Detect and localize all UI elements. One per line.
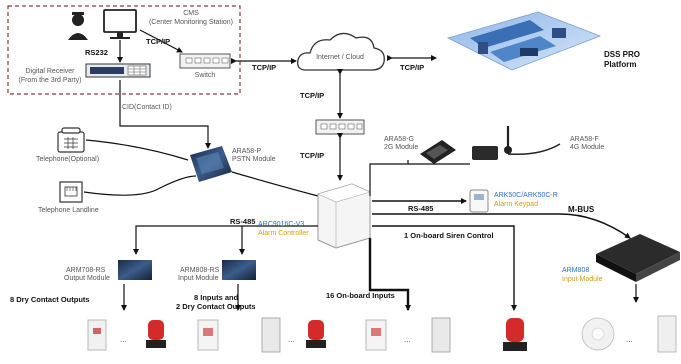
ellipsis-group1: ... [120,335,127,344]
alarm-controller-device [317,183,371,249]
arm708-name: ARM708-RS [66,267,106,274]
cloud-label: Internet / Cloud [316,54,364,61]
mbus-label: M-BUS [568,205,595,214]
keypad-role: Alarm Keypad [494,201,538,208]
switch-cloud-tcpip-label: TCP/IP [252,63,277,72]
rs485-bus [133,225,318,255]
ellipsis-group3: ... [404,335,411,344]
pstn-controller-link [231,171,319,197]
cid-label: CID(Contact ID) [122,104,172,111]
cms-switch-link [139,29,183,53]
cms-subtitle: (Center Monitoring Station) [148,19,234,26]
digital-receiver-device [85,63,151,78]
telephone-cable [85,139,189,161]
outputs-8-label: 8 Dry Contact Outputs [10,295,90,304]
siren-control-link [372,225,517,311]
cloud-switch-tcpip-label: TCP/IP [300,91,325,100]
dss-title: DSS PRO [604,50,641,59]
arm808rs-desc: Input Module [178,275,219,282]
ellipsis-group4: ... [626,335,633,344]
ara58f-name: ARA58-F [570,136,599,143]
siren-control-label: 1 On-board Siren Control [404,231,494,240]
switch-controller-tcpip-label: TCP/IP [300,151,325,160]
arm808-desc: Input Module [562,276,603,283]
rs232-label: RS232 [85,48,108,57]
ceiling-sensor-device [581,317,615,351]
network-switch-device [315,119,365,135]
cloud-dss-tcpip-label: TCP/IP [400,63,425,72]
cloud-icon [297,32,385,71]
telephone-icon [57,127,85,153]
arm808-name: ARM808 [562,267,590,274]
cms-switch-tcpip-label: TCP/IP [146,37,171,46]
dss-subtitle: Platform [604,60,637,69]
cid-link [119,80,211,149]
siren-device [146,320,166,348]
keypad-model: ARK50C/ARK50C-R [494,192,558,199]
arm808rs-module [222,260,256,280]
arm708-module [118,260,152,280]
controller-model: ARC9016C-V3 [258,221,305,228]
detector-device [365,319,387,351]
digital-receiver-subtitle: (From the 3rd Party) [18,77,82,84]
landline-socket-icon [59,181,83,203]
onboard-inputs-link [368,238,411,311]
ara58p-name: ARA58-P [232,148,262,155]
operator-icon [68,12,88,40]
ara58f-desc: 4G Module [570,144,605,151]
arm808rs-name: ARM808-RS [180,267,220,274]
detector-device [197,319,219,351]
telephone-landline-label: Telephone Landline [38,207,99,214]
onboard-inputs-label: 16 On-board Inputs [326,291,395,300]
arm708-desc: Output Module [64,275,110,282]
telephone-optional-label: Telephone(Optional) [36,156,100,163]
switch-label: Switch [194,72,216,79]
siren-device [503,318,527,351]
detector-device [87,319,107,351]
switch-device [179,53,231,69]
detector-device [431,317,451,353]
ara58p-desc: PSTN Module [232,156,276,163]
dss-platform-image [446,11,602,71]
inputs-8-label: 8 Inputs and [194,293,239,302]
keypad-device [469,189,489,213]
detector-device [261,317,281,353]
controller-role: Alarm Controller [258,230,309,237]
arm808-module [596,234,680,282]
controller-modem-link [369,160,409,196]
rs485-keypad-label: RS-485 [408,204,434,213]
ara58g-module [420,140,456,164]
cms-zone [7,5,241,95]
ellipsis-group2: ... [288,335,295,344]
ara58g-desc: 2G Module [384,144,419,151]
rs485-controller-label: RS-485 [230,217,256,226]
mbus-link [372,213,631,239]
ara58p-module [190,146,232,182]
landline-cable [83,175,197,196]
ara58f-module [472,126,561,160]
digital-receiver-title: Digital Receiver [25,68,75,75]
ara58g-name: ARA58-G [384,136,414,143]
monitor-icon [103,9,137,39]
detector-device [657,315,677,353]
cms-title: CMS [183,10,199,17]
dry-contact-outputs-label: 2 Dry Contact Outputs [176,302,256,311]
siren-device [306,320,326,348]
